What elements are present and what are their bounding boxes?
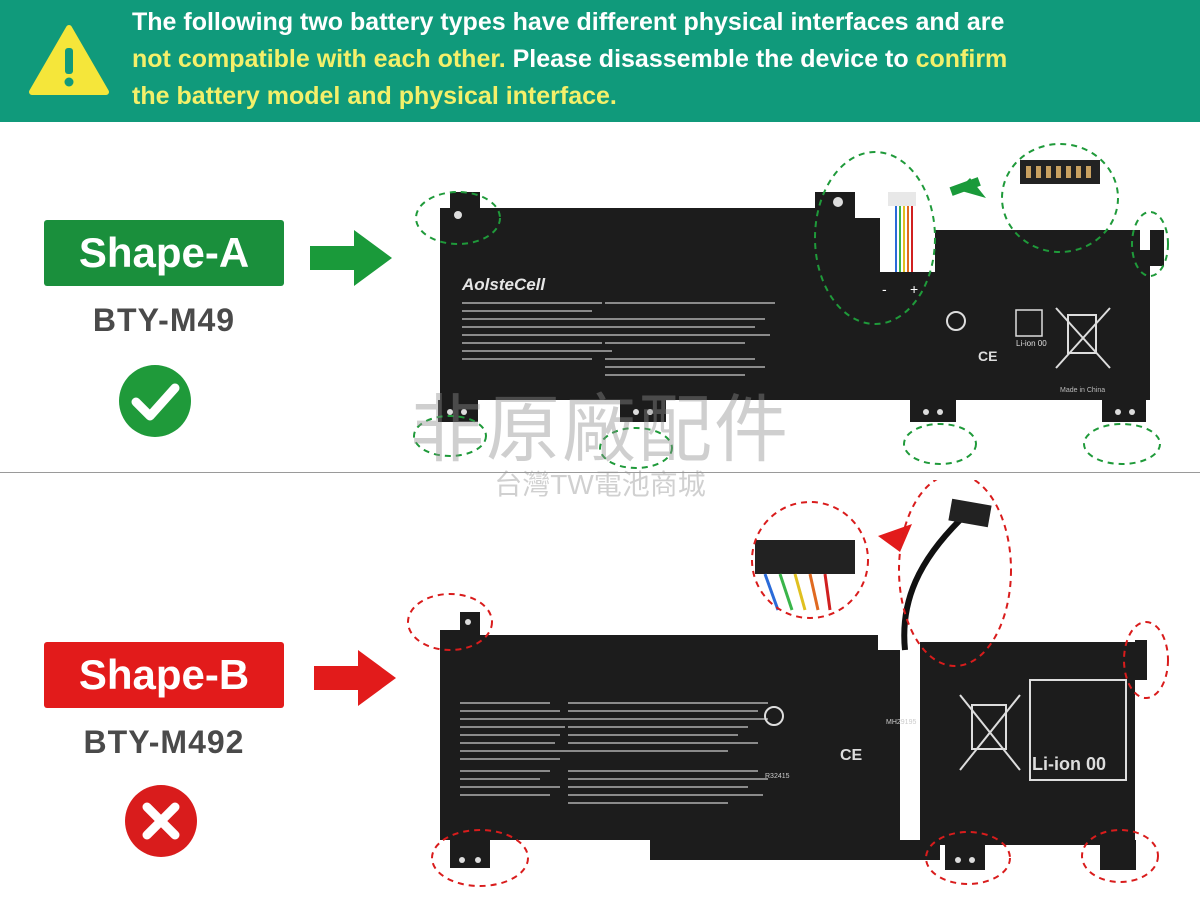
warning-highlight-1: not compatible with each other. <box>132 45 506 73</box>
r-code-label: R32415 <box>765 773 790 780</box>
section-divider <box>0 472 1200 473</box>
cross-icon <box>125 785 197 857</box>
warning-highlight-2: confirm <box>915 45 1008 73</box>
positive-terminal-label: + <box>910 281 918 297</box>
li-ion-label-b: Li-ion 00 <box>1032 754 1106 774</box>
li-ion-label: Li-ion 00 <box>1016 339 1047 348</box>
arrow-right-red-icon <box>314 650 396 706</box>
shape-b-label: Shape-B <box>44 642 284 708</box>
warning-line-1: The following two battery types have dif… <box>132 8 1005 36</box>
check-icon <box>119 365 191 437</box>
arrow-right-green-icon <box>310 230 392 286</box>
negative-terminal-label: - <box>882 281 887 297</box>
cert-code-label: MH29195 <box>886 719 916 726</box>
ce-mark: CE <box>978 348 997 364</box>
shape-a-label: Shape-A <box>44 220 284 286</box>
battery-shape-b-image: R32415 CE MH29195 Li-ion 00 <box>407 480 1169 887</box>
ce-mark-b: CE <box>840 747 863 764</box>
warning-highlight-3: the battery model and physical interface… <box>132 82 617 110</box>
shape-a-model: BTY-M49 <box>92 302 236 338</box>
made-in-label: Made in China <box>1060 387 1105 394</box>
warning-icon <box>29 25 109 95</box>
warning-text: The following two battery types have dif… <box>132 4 1182 115</box>
warning-line-2: Please disassemble the device to <box>505 45 916 73</box>
shape-b-model: BTY-M492 <box>83 724 245 760</box>
battery-shape-a-image: AolsteCell - + CE Li-ion 00 Made in Chin… <box>413 143 1169 469</box>
brand-logo-text: AolsteCell <box>461 275 546 294</box>
warning-banner: The following two battery types have dif… <box>0 0 1200 122</box>
